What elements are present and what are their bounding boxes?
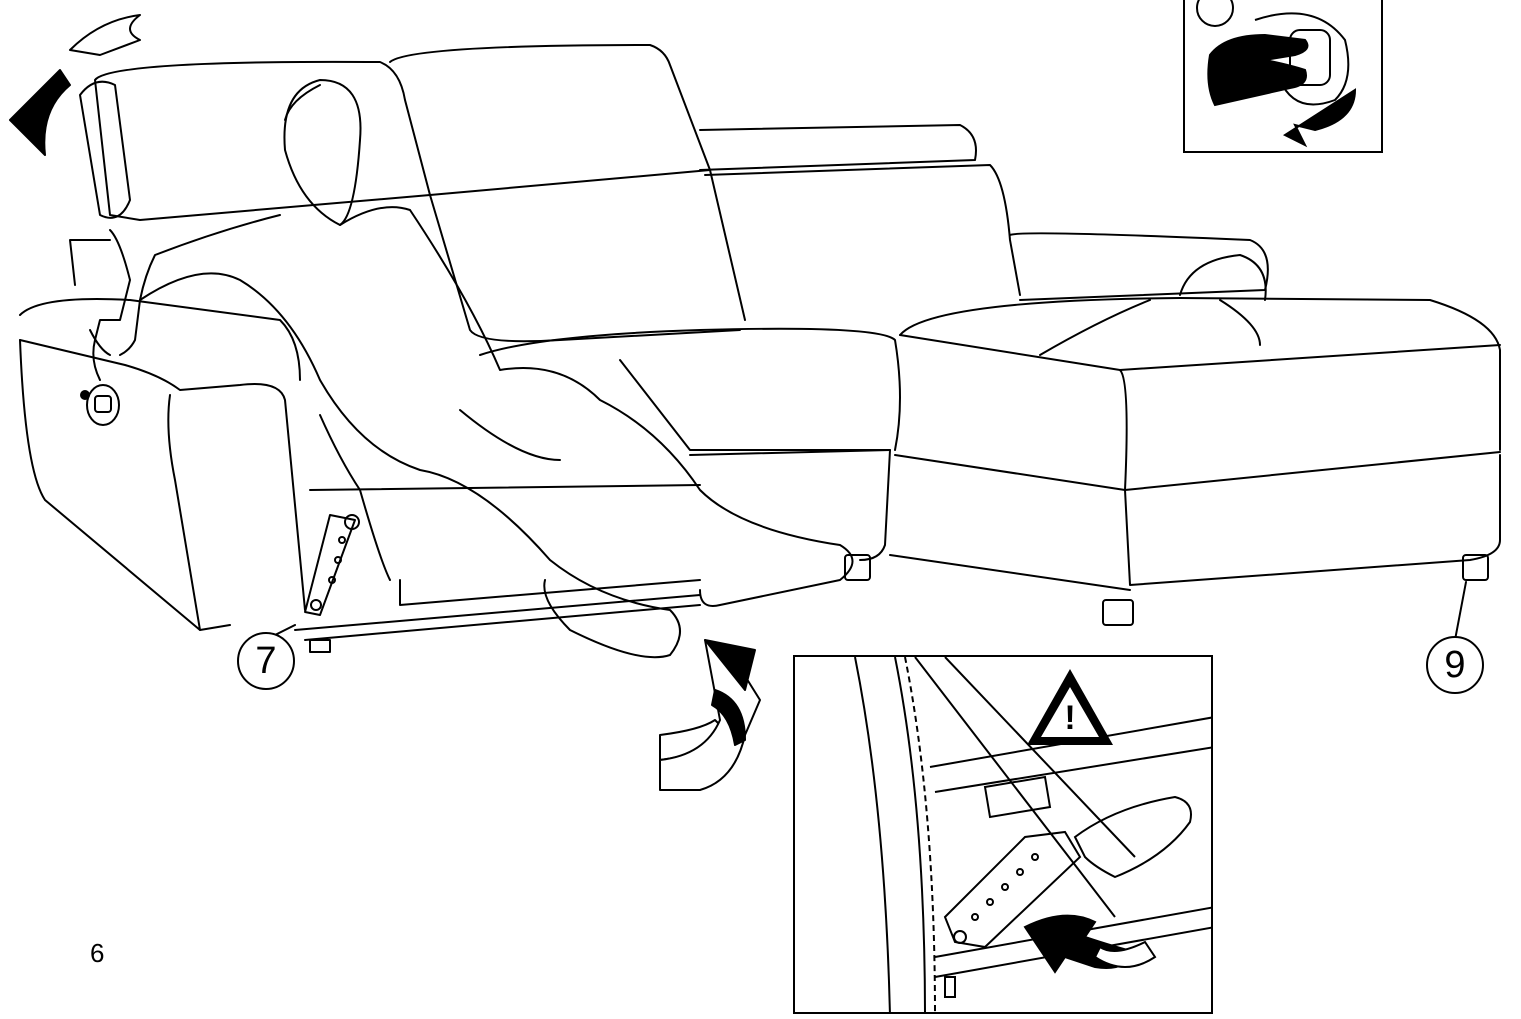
mechanism-inset: ! — [793, 655, 1213, 1014]
callout-7: 7 — [237, 632, 295, 690]
recliner-mechanism-detail — [795, 657, 1213, 1014]
page-number: 6 — [90, 938, 104, 969]
control-inset — [1183, 0, 1383, 153]
callout-9-label: 9 — [1444, 644, 1465, 687]
sofa-middle-seat — [480, 329, 900, 580]
power-button-icon — [81, 385, 119, 425]
sofa-chaise — [890, 233, 1500, 625]
person-reclining-figure — [90, 80, 853, 657]
power-recline-button-icon — [1185, 0, 1383, 153]
warning-triangle-icon: ! — [1025, 667, 1115, 747]
sofa-back — [80, 45, 1020, 341]
warning-exclamation: ! — [1025, 699, 1115, 738]
callout-7-label: 7 — [255, 640, 276, 683]
callout-9: 9 — [1426, 636, 1484, 694]
callout-9-leader — [1455, 582, 1466, 640]
footrest-raise-arrow-icon — [660, 640, 760, 790]
